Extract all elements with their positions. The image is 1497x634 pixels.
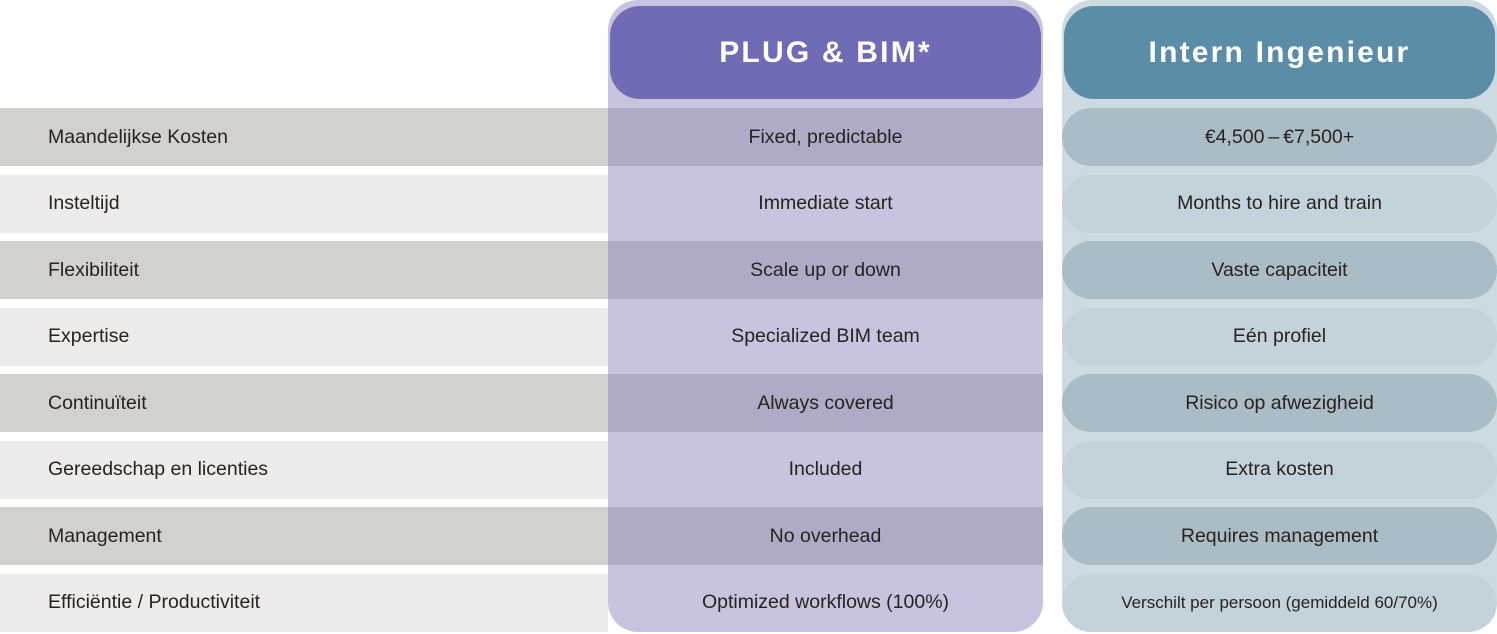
cell-feature-label: Continuïteit [0, 374, 608, 432]
cell-plug-and-bim-value: Included [608, 440, 1043, 499]
cell-feature-label: Expertise [0, 307, 608, 366]
cell-plug-and-bim-value: Specialized BIM team [608, 307, 1043, 366]
cell-intern-ingenieur-value: Requires management [1062, 507, 1497, 565]
cell-intern-ingenieur-value: Vaste capaciteit [1062, 241, 1497, 299]
cell-plug-and-bim-value: Scale up or down [608, 241, 1043, 299]
cell-feature-label: Flexibiliteit [0, 241, 608, 299]
cell-feature-label: Insteltijd [0, 174, 608, 233]
column-header-intern-ingenieur: Intern Ingenieur [1064, 6, 1495, 99]
cell-plug-and-bim-value: No overhead [608, 507, 1043, 565]
cell-plug-and-bim-value: Always covered [608, 374, 1043, 432]
cell-intern-ingenieur-value: Eén profiel [1062, 307, 1497, 366]
cell-feature-label: Gereedschap en licenties [0, 440, 608, 499]
cell-plug-and-bim-value: Fixed, predictable [608, 108, 1043, 166]
cell-intern-ingenieur-value: Months to hire and train [1062, 174, 1497, 233]
cell-intern-ingenieur-value: Risico op afwezigheid [1062, 374, 1497, 432]
cell-feature-label: Maandelijkse Kosten [0, 108, 608, 166]
cell-intern-ingenieur-value: €4,500 – €7,500+ [1062, 108, 1497, 166]
cell-intern-ingenieur-value: Extra kosten [1062, 440, 1497, 499]
cell-feature-label: Efficiëntie / Productiviteit [0, 573, 608, 632]
cell-plug-and-bim-value: Immediate start [608, 174, 1043, 233]
cell-feature-label: Management [0, 507, 608, 565]
column-header-plug-and-bim-label: PLUG & BIM* [719, 35, 932, 69]
column-header-plug-and-bim: PLUG & BIM* [610, 6, 1041, 99]
cell-plug-and-bim-value: Optimized workflows (100%) [608, 573, 1043, 632]
cell-intern-ingenieur-value: Verschilt per persoon (gemiddeld 60/70%) [1062, 573, 1497, 632]
column-header-intern-ingenieur-label: Intern Ingenieur [1148, 35, 1411, 69]
